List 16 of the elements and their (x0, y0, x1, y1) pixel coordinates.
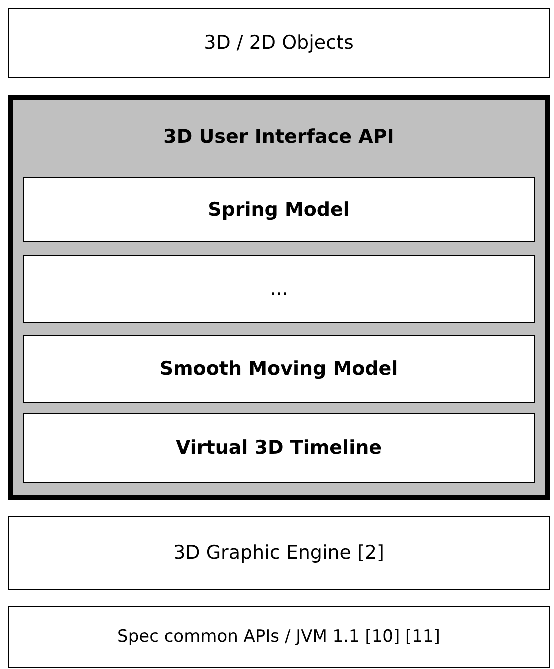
layer-box (23, 255, 535, 323)
layer-label: Spring Model (208, 198, 350, 220)
layer-label: Smooth Moving Model (160, 358, 398, 380)
layer-panel (8, 95, 550, 500)
layer-label: Spec common APIs / JVM 1.1 [10] [11] (118, 627, 440, 647)
layer-box (8, 8, 550, 78)
layer-box (23, 413, 535, 483)
layer-label: 3D / 2D Objects (204, 32, 354, 54)
layer-box (23, 177, 535, 242)
layer-box (8, 516, 550, 590)
layer-heading: 3D User Interface API (162, 126, 396, 148)
layer-box (23, 335, 535, 403)
layer-label: 3D Graphic Engine [2] (174, 542, 384, 564)
layer-box (8, 606, 550, 668)
layer-label: ... (270, 278, 288, 300)
layer-label: Virtual 3D Timeline (176, 437, 382, 459)
